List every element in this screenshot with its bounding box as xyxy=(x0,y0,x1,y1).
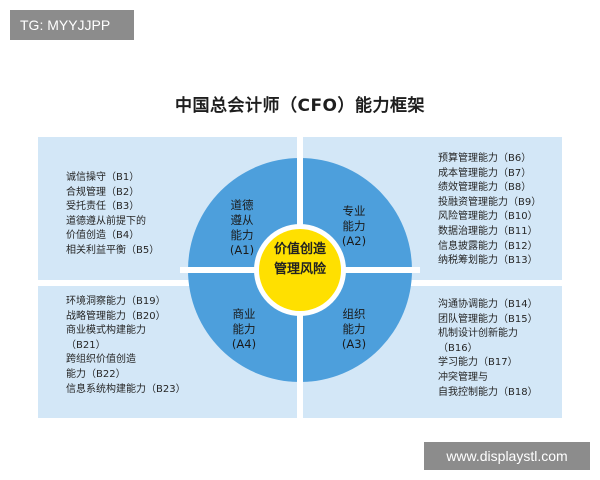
label-line: 能力 xyxy=(230,228,254,242)
source-tag: TG: MYYJJPP xyxy=(10,10,134,40)
center-line: 管理风险 xyxy=(273,262,326,277)
label-line: 组织 xyxy=(342,307,366,321)
website-watermark: www.displaystl.com xyxy=(424,442,590,470)
label-line: (A1) xyxy=(229,243,255,257)
label-line: (A4) xyxy=(231,337,257,351)
quadrant-label-a4: 商业 能力 (A4) xyxy=(214,307,274,352)
quadrant-label-a3: 组织 能力 (A3) xyxy=(324,307,384,352)
professional-competency-list: 预算管理能力（B6） 成本管理能力（B7） 绩效管理能力（B8） 投融资管理能力… xyxy=(438,152,541,269)
list-item: 信息披露能力（B12） xyxy=(438,240,538,252)
list-item: 学习能力（B17） xyxy=(438,357,518,369)
organization-competency-list: 沟通协调能力（B14） 团队管理能力（B15） 机制设计创新能力 （B16） 学… xyxy=(438,298,538,400)
list-item: 数据治理能力（B11） xyxy=(438,225,538,237)
label-line: 能力 xyxy=(232,322,256,336)
list-item: 投融资管理能力（B9） xyxy=(438,196,542,208)
list-item: 战略管理能力（B20） xyxy=(66,310,166,322)
center-circle xyxy=(259,229,341,311)
list-item: 诚信操守（B1） xyxy=(66,172,140,183)
center-label: 价值创造 管理风险 xyxy=(256,240,344,280)
list-item: 自我控制能力（B18） xyxy=(438,386,538,398)
list-item: 跨组织价值创造 xyxy=(66,354,136,366)
list-item: 团队管理能力（B15） xyxy=(438,313,538,325)
diagram-title: 中国总会计师（CFO）能力框架 xyxy=(174,96,426,116)
list-item: （B16） xyxy=(438,342,478,354)
label-line: (A2) xyxy=(341,234,367,248)
list-item: 沟通协调能力（B14） xyxy=(438,299,538,310)
center-line: 价值创造 xyxy=(273,242,326,257)
list-item: 相关利益平衡（B5） xyxy=(66,244,160,256)
label-line: 专业 xyxy=(342,204,366,218)
label-line: 能力 xyxy=(342,322,366,336)
list-item: 纳税筹划能力（B13） xyxy=(438,255,538,267)
quadrant-label-a2: 专业 能力 (A2) xyxy=(324,204,384,249)
label-line: 遵从 xyxy=(230,213,254,227)
integrity-competency-list: 诚信操守（B1） 合规管理（B2） 受托责任（B3） 道德遵从前提下的 价值创造… xyxy=(66,171,159,259)
list-item: 冲突管理与 xyxy=(438,371,488,383)
list-item: 能力（B22） xyxy=(66,368,126,380)
quadrant-label-a1: 道德 遵从 能力 (A1) xyxy=(212,198,272,258)
label-line: 道德 xyxy=(230,198,254,212)
list-item: 价值创造（B4） xyxy=(66,230,140,242)
list-item: 环境洞察能力（B19） xyxy=(66,296,166,307)
list-item: 道德遵从前提下的 xyxy=(66,215,146,227)
list-item: 商业模式构建能力 xyxy=(66,325,146,337)
list-item: （B21） xyxy=(66,339,106,351)
list-item: 预算管理能力（B6） xyxy=(438,153,532,164)
label-line: 商业 xyxy=(232,307,256,321)
list-item: 风险管理能力（B10） xyxy=(438,211,538,223)
list-item: 合规管理（B2） xyxy=(66,186,140,198)
list-item: 信息系统构建能力（B23） xyxy=(66,383,186,395)
list-item: 机制设计创新能力 xyxy=(438,328,518,340)
list-item: 绩效管理能力（B8） xyxy=(438,182,532,194)
list-item: 成本管理能力（B7） xyxy=(438,167,532,179)
list-item: 受托责任（B3） xyxy=(66,201,140,213)
label-line: 能力 xyxy=(342,219,366,233)
business-competency-list: 环境洞察能力（B19） 战略管理能力（B20） 商业模式构建能力 （B21） 跨… xyxy=(66,295,186,397)
label-line: (A3) xyxy=(341,337,367,351)
